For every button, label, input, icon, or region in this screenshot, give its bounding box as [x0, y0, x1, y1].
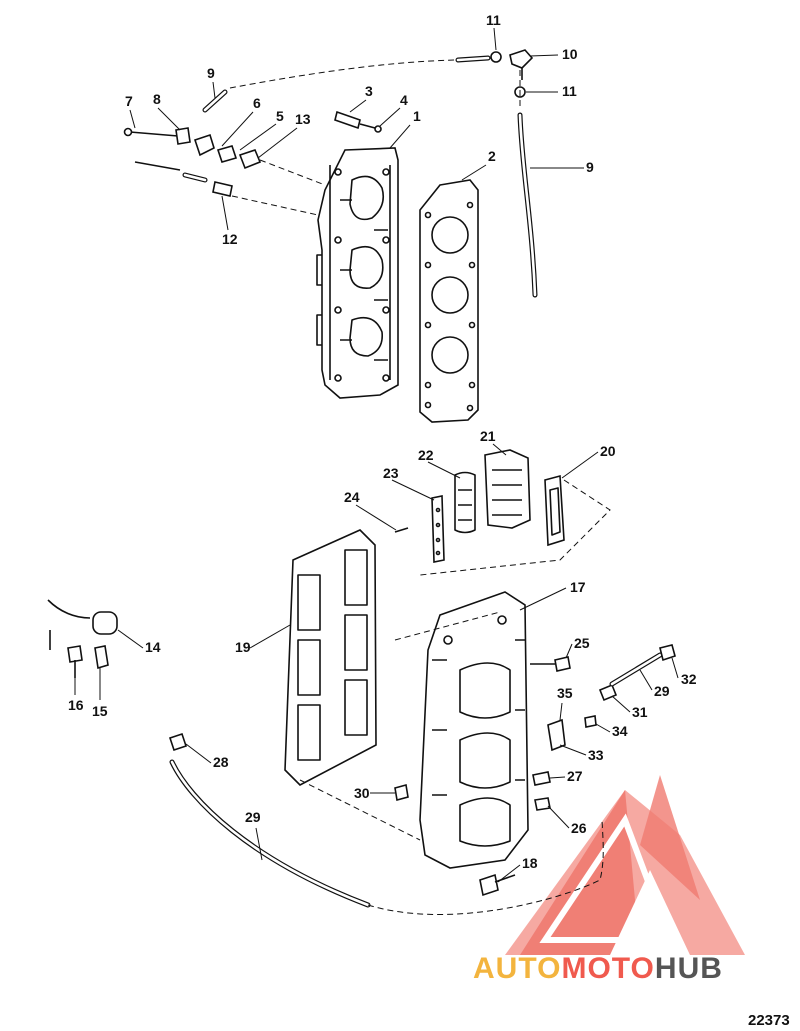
cylinder-head — [316, 147, 399, 399]
gasket-bolt-holes — [424, 201, 476, 412]
callout-34: 34 — [612, 723, 628, 739]
leader-lines — [74, 27, 679, 883]
figure-number: 22373 — [748, 1012, 790, 1029]
callout-5: 5 — [276, 108, 284, 124]
callout-18: 18 — [522, 855, 538, 871]
callout-26: 26 — [571, 820, 587, 836]
watermark-moto: MOTO — [561, 952, 654, 985]
callout-10: 10 — [562, 46, 578, 62]
manifold-fittings — [394, 644, 676, 897]
callout-19: 19 — [235, 639, 251, 655]
callout-8: 8 — [153, 91, 161, 107]
callout-24: 24 — [344, 489, 360, 505]
callout-29-lower: 29 — [245, 809, 261, 825]
wire-and-hose — [47, 599, 604, 915]
callout-9-right: 9 — [586, 159, 594, 175]
callout-27: 27 — [567, 768, 583, 784]
callout-labels: 1 2 3 4 5 6 7 8 9 9 10 11 11 12 13 14 15… — [68, 12, 697, 871]
callout-11-lower: 11 — [562, 83, 577, 99]
callout-30: 30 — [354, 785, 370, 801]
callout-17: 17 — [570, 579, 586, 595]
callout-31: 31 — [632, 704, 648, 720]
watermark-hub: HUB — [655, 952, 723, 985]
callout-29-right: 29 — [654, 683, 670, 699]
head-gasket — [419, 179, 479, 423]
watermark-logo — [505, 775, 745, 955]
callout-12: 12 — [222, 231, 238, 247]
callout-2: 2 — [488, 148, 496, 164]
callout-6: 6 — [253, 95, 261, 111]
callout-23: 23 — [383, 465, 399, 481]
intake-manifold — [299, 591, 529, 869]
callout-7: 7 — [125, 93, 133, 109]
callout-16: 16 — [68, 697, 84, 713]
callout-21: 21 — [480, 428, 496, 444]
callout-11-top: 11 — [486, 12, 501, 28]
callout-28: 28 — [213, 754, 229, 770]
callout-9-upper: 9 — [207, 65, 215, 81]
callout-20: 20 — [600, 443, 616, 459]
callout-25: 25 — [574, 635, 590, 651]
callout-15: 15 — [92, 703, 108, 719]
top-fittings — [123, 49, 538, 298]
callout-14: 14 — [145, 639, 161, 655]
callout-35: 35 — [557, 685, 573, 701]
callout-33: 33 — [588, 747, 604, 763]
cover-gasket — [284, 529, 377, 786]
callout-22: 22 — [418, 447, 434, 463]
watermark-auto: AUTO — [473, 952, 561, 985]
callout-32: 32 — [681, 671, 697, 687]
callout-3: 3 — [365, 83, 373, 99]
watermark-text: AUTOMOTOHUB — [473, 952, 723, 985]
reed-assembly — [394, 449, 611, 576]
callout-13: 13 — [295, 111, 311, 127]
callout-4: 4 — [400, 92, 408, 108]
callout-1: 1 — [413, 108, 421, 124]
svg-text:AUTOMOTOHUB: AUTOMOTOHUB — [473, 952, 723, 985]
